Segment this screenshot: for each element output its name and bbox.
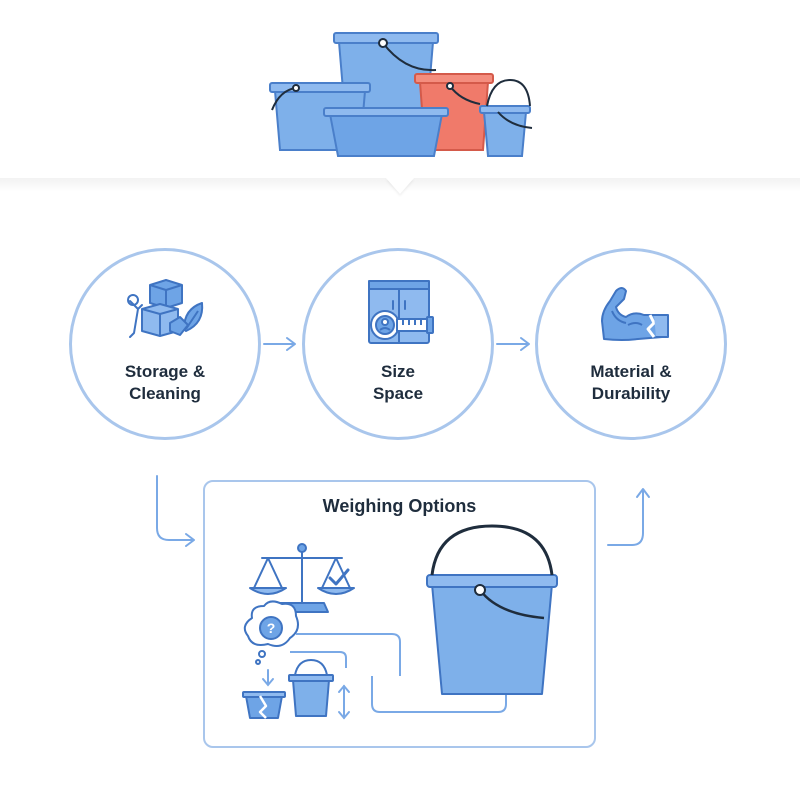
balance-scale-check-icon bbox=[249, 543, 355, 613]
boxes-wrench-leaf-icon bbox=[127, 279, 204, 338]
node-size-space: Size Space bbox=[302, 248, 494, 440]
arrow-size-to-material bbox=[496, 337, 530, 351]
node-label-line1: Material & bbox=[590, 362, 672, 381]
panel-title: Weighing Options bbox=[322, 496, 477, 516]
bucket-cluster-illustration bbox=[269, 32, 533, 157]
node-material-durability: Material & Durability bbox=[535, 248, 727, 440]
broken-bucket-icon bbox=[242, 691, 286, 719]
node-label-line2: Durability bbox=[591, 384, 671, 403]
node-storage-cleaning: Storage & Cleaning bbox=[69, 248, 261, 440]
arrow-out-of-panel bbox=[607, 488, 650, 546]
small-bucket-icon bbox=[288, 659, 334, 717]
node-label-line2: Cleaning bbox=[129, 384, 201, 403]
panel-connector-lines bbox=[290, 633, 507, 713]
arrow-into-panel bbox=[156, 475, 195, 547]
node-label-line1: Size bbox=[380, 362, 416, 381]
node-label-line2: Space bbox=[372, 384, 424, 403]
band-pointer bbox=[386, 178, 414, 194]
large-bucket-icon bbox=[426, 524, 558, 695]
question-thought-icon: ? bbox=[243, 600, 299, 665]
front-tub-icon bbox=[323, 107, 449, 157]
arrow-storage-to-size bbox=[263, 337, 296, 351]
svg-text:?: ? bbox=[267, 620, 276, 636]
small-bucket-icon bbox=[479, 78, 533, 157]
height-arrow-icon bbox=[338, 684, 350, 720]
flexed-arm-icon bbox=[601, 287, 669, 341]
node-label-line1: Storage & bbox=[124, 362, 206, 381]
cabinet-measuring-tape-icon bbox=[368, 280, 434, 344]
down-arrow-icon bbox=[262, 669, 274, 687]
